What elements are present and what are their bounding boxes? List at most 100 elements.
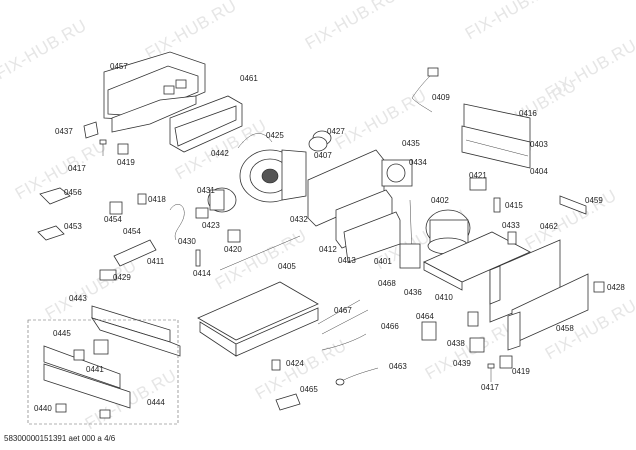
part-0403-panel (461, 103, 531, 169)
label-0464: 0464 (416, 312, 434, 321)
part-0433 (507, 231, 517, 245)
label-0418: 0418 (148, 195, 166, 204)
part-0411-cylinder (113, 239, 157, 267)
part-0413 (343, 211, 401, 263)
label-0417-b: 0417 (481, 383, 499, 392)
label-0442: 0442 (211, 149, 229, 158)
part-0439 (469, 337, 485, 353)
label-0412: 0412 (319, 245, 337, 254)
label-0437: 0437 (55, 127, 73, 136)
label-0409: 0409 (432, 93, 450, 102)
label-0443: 0443 (69, 294, 87, 303)
part-0407-fan (239, 149, 307, 203)
label-0420: 0420 (224, 245, 242, 254)
label-0445: 0445 (53, 329, 71, 338)
part-0429 (99, 269, 117, 281)
part-0417-screw (99, 139, 107, 156)
part-0410-base (423, 231, 531, 291)
label-0454-b: 0454 (123, 227, 141, 236)
part-0419b (499, 355, 513, 369)
label-0432: 0432 (290, 215, 308, 224)
part-0409-cord (411, 73, 433, 113)
label-0462: 0462 (540, 222, 558, 231)
part-0428 (593, 281, 605, 293)
label-0439: 0439 (453, 359, 471, 368)
label-0401: 0401 (374, 257, 392, 266)
part-0457-panel (103, 51, 206, 133)
part-0415 (493, 197, 501, 213)
part-0467-wire (317, 299, 369, 335)
part-0463-end (335, 378, 345, 386)
label-0407: 0407 (314, 151, 332, 160)
label-0459: 0459 (585, 196, 603, 205)
part-0459-bracket (559, 195, 587, 215)
label-0417-a: 0417 (68, 164, 86, 173)
part-0434-fanbox (381, 159, 413, 187)
label-0468: 0468 (378, 279, 396, 288)
label-0467: 0467 (334, 306, 352, 315)
label-0466: 0466 (381, 322, 399, 331)
part-0409-plug (427, 67, 439, 77)
part-0443-rail (91, 305, 181, 357)
label-0424: 0424 (286, 359, 304, 368)
part-0465 (275, 393, 301, 411)
footer-doc-code: 58300000151391 aet 000 a 4/6 (4, 434, 116, 443)
part-0423 (195, 207, 209, 219)
part-0461-shelf (169, 95, 243, 153)
part-0458-panel (507, 273, 589, 351)
label-0413: 0413 (338, 256, 356, 265)
label-0456: 0456 (64, 188, 82, 197)
label-0463: 0463 (389, 362, 407, 371)
part-0430-coil (169, 204, 185, 241)
inset-frame (27, 319, 179, 425)
label-0436: 0436 (404, 288, 422, 297)
label-0414: 0414 (193, 269, 211, 278)
part-0438 (467, 311, 479, 327)
part-0421-connector (469, 177, 487, 191)
label-0404: 0404 (530, 167, 548, 176)
label-0433: 0433 (502, 221, 520, 230)
label-0457: 0457 (110, 62, 128, 71)
part-0456-bracket (39, 187, 71, 205)
label-0425: 0425 (266, 131, 284, 140)
label-0405: 0405 (278, 262, 296, 271)
label-0438: 0438 (447, 339, 465, 348)
part-0417b-screw (487, 363, 495, 382)
label-0416: 0416 (519, 109, 537, 118)
part-0454 (109, 201, 123, 215)
label-0453: 0453 (64, 222, 82, 231)
part-0418 (137, 193, 147, 205)
label-0431: 0431 (197, 186, 215, 195)
label-0441: 0441 (86, 365, 104, 374)
label-0429: 0429 (113, 273, 131, 282)
label-0411: 0411 (147, 257, 165, 266)
label-0419-a: 0419 (117, 158, 135, 167)
label-0430: 0430 (178, 237, 196, 246)
part-0402-compressor (425, 209, 471, 255)
label-0427: 0427 (327, 127, 345, 136)
label-0419-b: 0419 (512, 367, 530, 376)
part-0414 (195, 249, 201, 267)
part-0427-cap (308, 130, 332, 152)
label-0465: 0465 (300, 385, 318, 394)
label-0410: 0410 (435, 293, 453, 302)
part-0453-bracket (37, 225, 65, 241)
label-0454: 0454 (104, 215, 122, 224)
label-0440: 0440 (34, 404, 52, 413)
label-0403: 0403 (530, 140, 548, 149)
label-0423: 0423 (202, 221, 220, 230)
label-0421: 0421 (469, 171, 487, 180)
label-0415: 0415 (505, 201, 523, 210)
part-0405-tray (197, 235, 319, 357)
part-0468 (399, 243, 421, 269)
label-0435: 0435 (402, 139, 420, 148)
part-0437-bracket (83, 121, 99, 139)
label-0434: 0434 (409, 158, 427, 167)
label-0444: 0444 (147, 398, 165, 407)
part-0424 (271, 359, 281, 371)
part-0431-motor (207, 187, 237, 213)
part-0466-wire (321, 333, 367, 351)
part-0425-wire (237, 133, 273, 149)
